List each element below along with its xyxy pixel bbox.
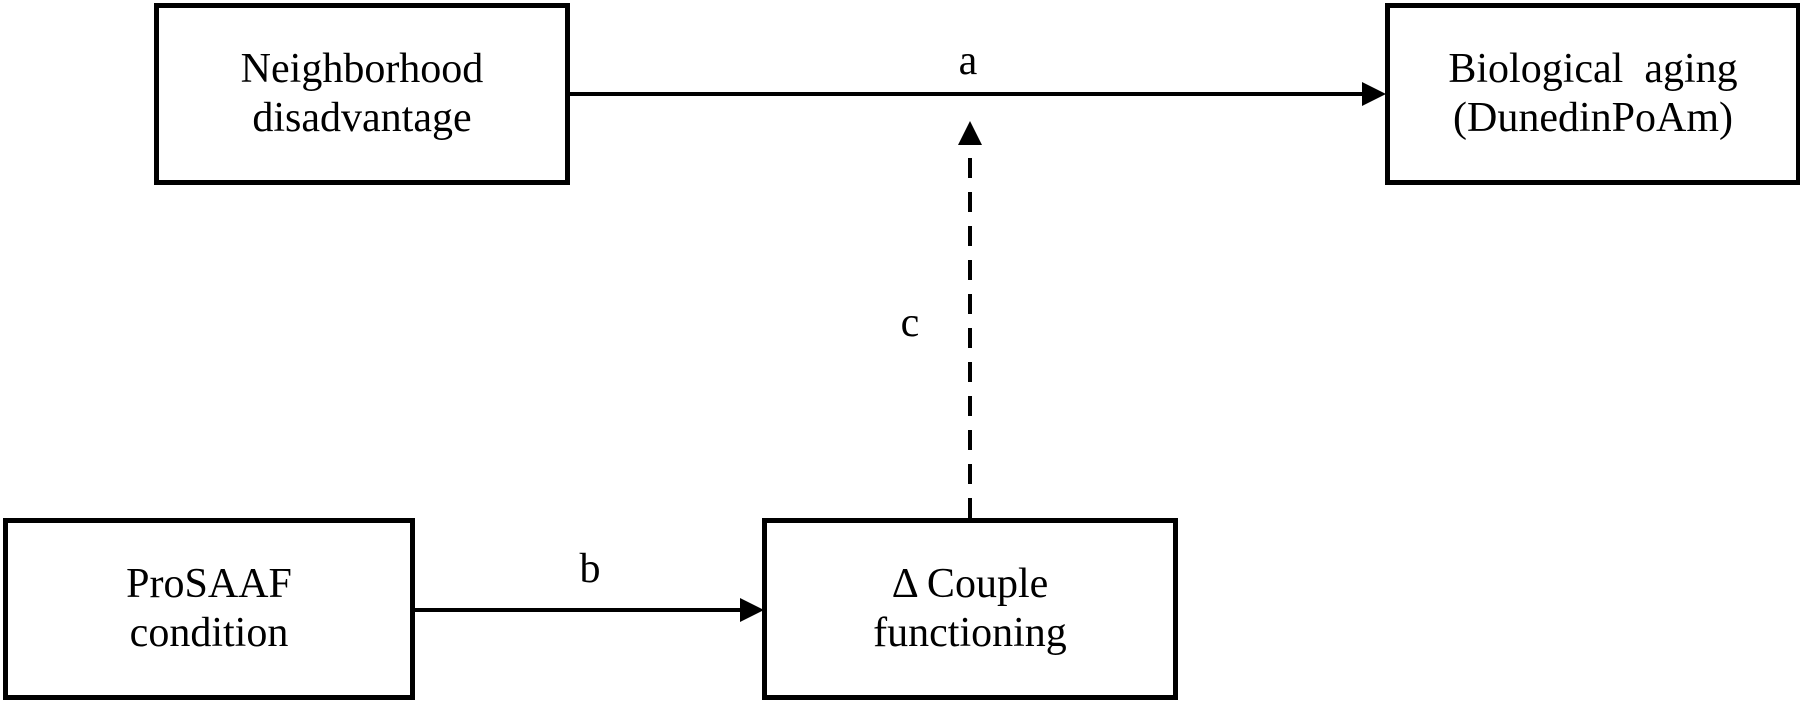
path-c-label: c (900, 300, 920, 346)
neighborhood-disadvantage-box: Neighborhood disadvantage (154, 3, 570, 185)
couple-label-line1: Δ Couple (891, 561, 1049, 607)
neighborhood-label-line2: disadvantage (252, 95, 472, 141)
neighborhood-label-line1: Neighborhood (240, 46, 484, 92)
couple-functioning-box: Δ Couple functioning (762, 518, 1178, 700)
biological-label-line2: (DunedinPoAm) (1453, 95, 1733, 141)
biological-aging-box: Biological aging (DunedinPoAm) (1385, 3, 1800, 185)
path-c-arrow (958, 121, 982, 518)
couple-label-line2: functioning (873, 610, 1067, 656)
path-b-label: b (579, 546, 601, 592)
prosaaf-label-line2: condition (129, 610, 289, 656)
path-a-label: a (958, 38, 978, 84)
prosaaf-condition-box: ProSAAF condition (3, 518, 415, 700)
biological-label-line1: Biological aging (1448, 46, 1738, 92)
prosaaf-label-line1: ProSAAF (126, 561, 292, 607)
path-a-arrow (570, 82, 1386, 106)
path-b-arrow (415, 598, 764, 622)
